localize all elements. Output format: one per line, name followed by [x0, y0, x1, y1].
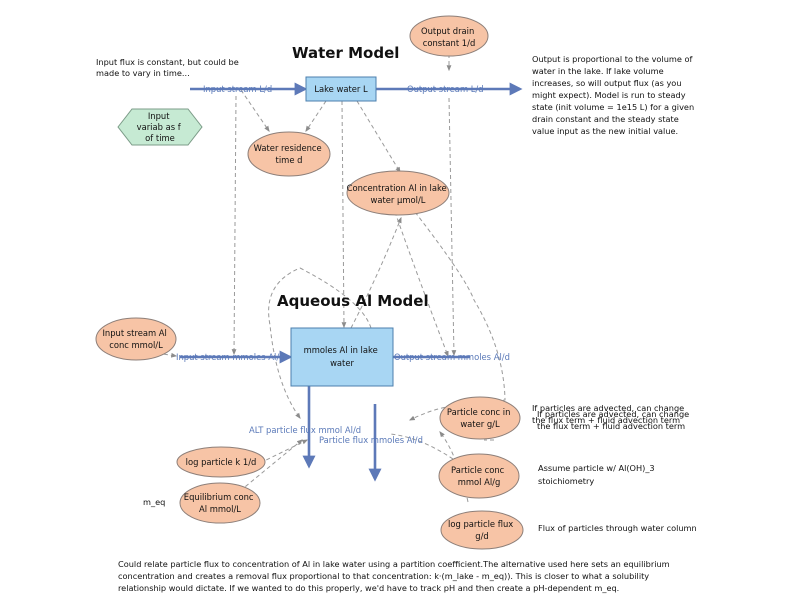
connector-mmoles-to-concentration	[350, 216, 402, 329]
converter-concentration-al-label: Concentration Al in lake water μmol/L	[347, 183, 450, 205]
note-bottom: Could relate particle flux to concentrat…	[118, 559, 672, 593]
converter-residence-time[interactable]: Water residence time d	[247, 131, 331, 177]
connector-lake-to-mmoles	[341, 100, 347, 329]
connector-lake-to-concentration	[356, 100, 401, 174]
connector-output-to-outputal	[448, 97, 457, 357]
converter-output-drain[interactable]: Output drain constant 1/d	[409, 15, 489, 57]
connector-input-to-residence	[240, 89, 270, 132]
note-advection-2: If particles are advected, can change th…	[537, 409, 692, 431]
flow-label-input-stream-al: Input stream mmoles Al/d	[176, 352, 285, 362]
converter-particle-conc-mmol[interactable]: Particle conc mmol Al/g	[438, 453, 520, 499]
connector-concentration-to-outputal	[394, 211, 449, 358]
connector-input-to-inputal	[231, 95, 237, 356]
converter-log-particle-k-label: log particle k 1/d	[186, 457, 257, 467]
converter-particle-conc-water[interactable]: Particle conc in water g/L	[439, 396, 521, 440]
aqueous-model-title: Aqueous Al Model	[277, 292, 429, 310]
water-model-title: Water Model	[292, 44, 399, 62]
stock-lake-water[interactable]: Lake water L	[305, 76, 377, 102]
converter-residence-time-label: Water residence time d	[254, 143, 325, 165]
converter-particle-conc-mmol-label: Particle conc mmol Al/g	[451, 465, 507, 487]
flow-label-output-stream: Output stream L/d	[407, 84, 484, 94]
converter-input-variab[interactable]: Input variab as f of time	[117, 108, 203, 146]
stock-mmoles-al[interactable]: mmoles Al in lake water	[290, 327, 394, 387]
stock-lake-water-label: Lake water L	[314, 84, 368, 94]
flow-label-alt-particle-flux: ALT particle flux mmol Al/d	[249, 425, 361, 435]
connector-log-k	[259, 439, 309, 464]
connector-particle-conc-mmol	[389, 433, 454, 460]
connector-concentration-to-particle	[408, 211, 506, 421]
connector-mmoles-to-alt	[268, 267, 372, 419]
converter-log-particle-k[interactable]: log particle k 1/d	[176, 446, 266, 478]
stock-mmoles-al-label: mmoles Al in lake water	[304, 345, 381, 368]
connectors	[156, 54, 506, 503]
flow-label-particle-flux: Particle flux mmoles Al/d	[319, 435, 423, 445]
converter-equilibrium-conc[interactable]: Equilibrium conc Al mmol/L	[179, 482, 261, 524]
converter-input-variab-label: Input variab as f of time	[137, 111, 184, 143]
note-output-proportional: Output is proportional to the volume of …	[532, 54, 697, 136]
converter-log-particle-flux-label: log particle flux g/d	[448, 519, 516, 541]
note-flux-particles: Flux of particles through water column	[538, 523, 697, 533]
converter-particle-conc-water-label: Particle conc in water g/L	[447, 407, 513, 429]
note-stoichiometry: Assume particle w/ Al(OH)_3 stoichiometr…	[538, 463, 657, 486]
flow-label-output-stream-al: Output stream mmoles Al/d	[394, 352, 510, 362]
converter-input-stream-al-conc[interactable]: Input stream Al conc mmol/L	[95, 317, 177, 361]
converter-concentration-al[interactable]: Concentration Al in lake water μmol/L	[346, 170, 450, 216]
note-m-eq: m_eq	[143, 497, 165, 507]
note-advection-1: If particles are advected, can change th…	[532, 403, 687, 425]
converter-output-drain-label: Output drain constant 1/d	[421, 26, 477, 48]
converter-input-stream-al-conc-label: Input stream Al conc mmol/L	[102, 328, 169, 350]
connector-lake-to-residence	[305, 100, 327, 132]
note-input-flux: Input flux is constant, but could be mad…	[96, 57, 241, 78]
converter-equilibrium-conc-label: Equilibrium conc Al mmol/L	[184, 492, 256, 514]
flow-label-input-stream: Input stream L/d	[203, 84, 272, 94]
connector-equilibrium	[239, 439, 303, 492]
converter-log-particle-flux[interactable]: log particle flux g/d	[440, 510, 524, 550]
flow-pipes	[180, 82, 523, 482]
